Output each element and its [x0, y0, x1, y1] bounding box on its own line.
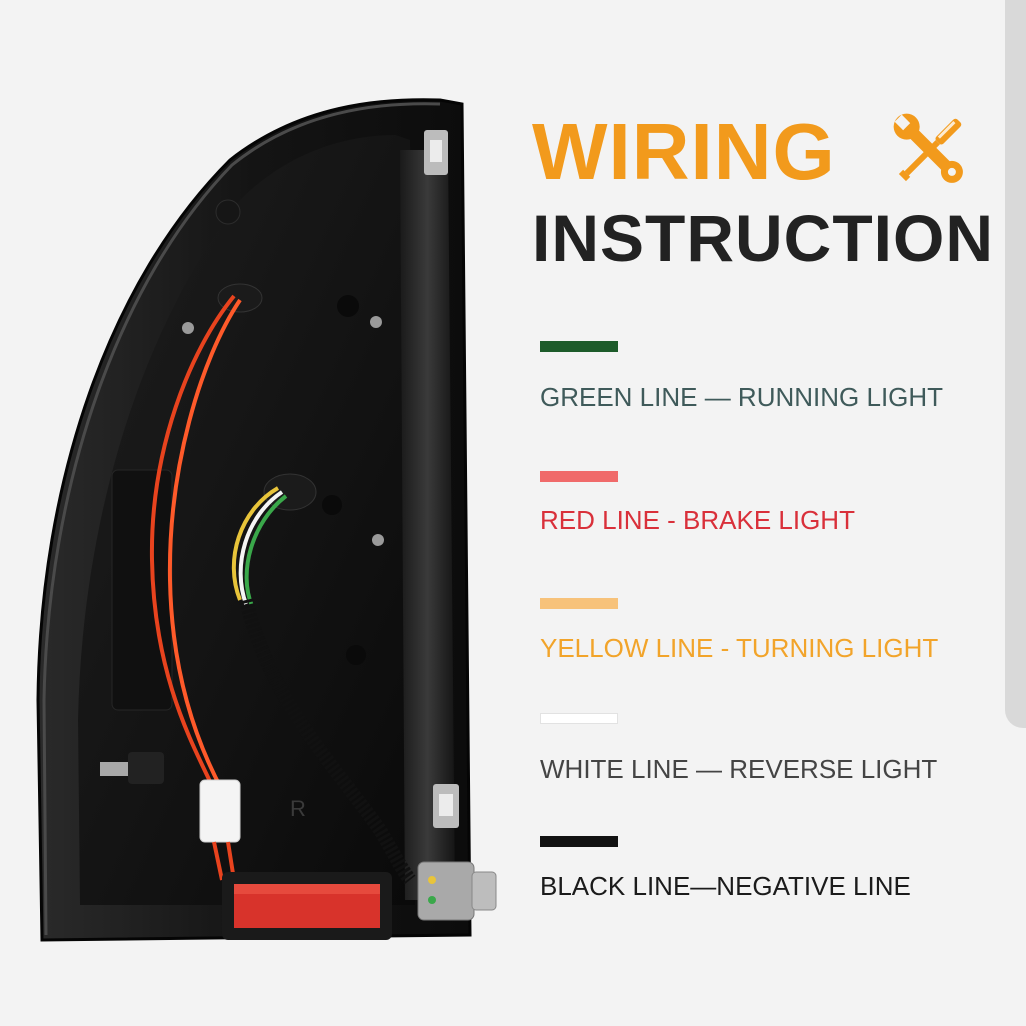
- tools-icon: [893, 113, 963, 183]
- scrollbar-edge: [1005, 0, 1026, 728]
- swatch-yellow: [540, 598, 618, 609]
- swatch-white: [540, 713, 618, 724]
- swatch-red: [540, 471, 618, 482]
- title-wiring: WIRING: [532, 107, 836, 196]
- legend-white-label: WHITE LINE — REVERSE LIGHT: [540, 754, 938, 784]
- swatch-black: [540, 836, 618, 847]
- svg-text:R: R: [290, 796, 306, 821]
- legend-green-label: GREEN LINE — RUNNING LIGHT: [540, 382, 944, 412]
- swatch-green: [540, 341, 618, 352]
- tail-light-image: R: [36, 98, 497, 942]
- title-instruction: INSTRUCTION: [532, 201, 994, 275]
- legend-black-label: BLACK LINE—NEGATIVE LINE: [540, 871, 911, 901]
- legend-red-label: RED LINE - BRAKE LIGHT: [540, 505, 855, 535]
- legend-yellow-label: YELLOW LINE - TURNING LIGHT: [540, 633, 939, 663]
